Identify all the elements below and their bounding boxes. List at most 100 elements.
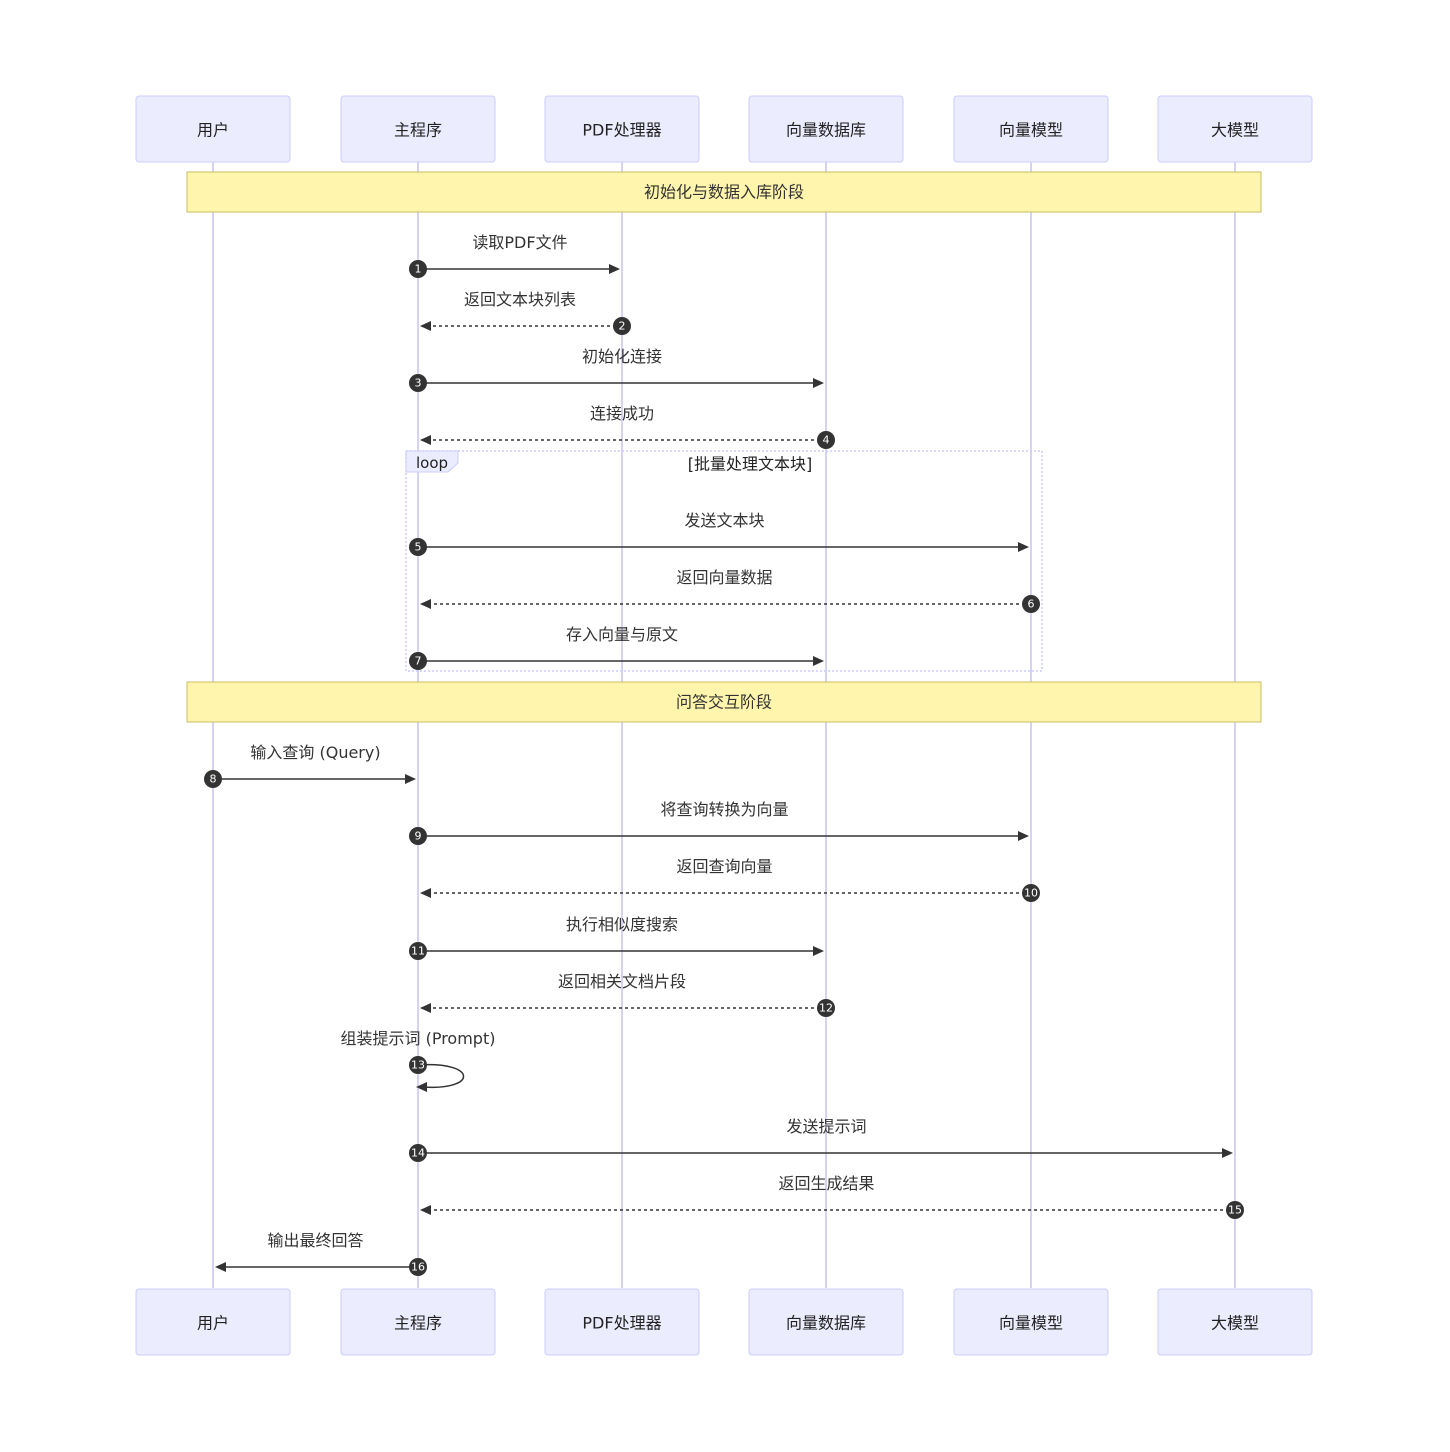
- message-label: 读取PDF文件: [472, 233, 567, 252]
- message-label: 组装提示词 (Prompt): [341, 1029, 496, 1048]
- sequence-number: 13: [411, 1059, 425, 1072]
- message-10: 返回查询向量 10: [420, 857, 1040, 902]
- actor-label: 用户: [197, 121, 229, 140]
- message-11: 执行相似度搜索 11: [409, 915, 824, 960]
- sequence-number: 5: [415, 541, 422, 554]
- actor-main-top: 主程序: [340, 95, 496, 163]
- message-label: 返回文本块列表: [464, 290, 576, 309]
- actor-main-bottom: 主程序: [340, 1288, 496, 1356]
- sequence-number: 14: [411, 1147, 425, 1160]
- message-9: 将查询转换为向量 9: [409, 800, 1029, 845]
- message-7: 存入向量与原文 7: [409, 625, 824, 670]
- sequence-number-badge: [409, 1056, 427, 1074]
- sequence-number-badge: [1022, 595, 1040, 613]
- message-6: 返回向量数据 6: [420, 568, 1040, 613]
- message-label: 将查询转换为向量: [660, 800, 788, 819]
- message-1: 读取PDF文件 1: [409, 233, 620, 278]
- sequence-number: 7: [415, 655, 422, 668]
- actor-label: 向量模型: [999, 121, 1063, 140]
- arrowhead: [215, 1262, 226, 1272]
- actor-llm-top: 大模型: [1157, 95, 1313, 163]
- sequence-number-badge: [409, 260, 427, 278]
- sequence-number: 4: [823, 434, 830, 447]
- message-12: 返回相关文档片段 12: [420, 972, 835, 1017]
- sequence-number: 12: [819, 1002, 833, 1015]
- arrowhead: [416, 1082, 427, 1092]
- actor-pdf-top: PDF处理器: [544, 95, 700, 163]
- sequence-number: 1: [415, 263, 422, 276]
- actor-vdb-top: 向量数据库: [748, 95, 904, 163]
- loop-condition: [批量处理文本块]: [688, 455, 813, 474]
- message-label: 连接成功: [590, 404, 654, 423]
- actor-label: 主程序: [394, 1314, 442, 1333]
- sequence-number: 11: [411, 945, 425, 958]
- actor-label: PDF处理器: [582, 1314, 661, 1333]
- arrowhead: [1018, 542, 1029, 552]
- actor-emb-top: 向量模型: [953, 95, 1109, 163]
- message-13: 组装提示词 (Prompt) 13: [341, 1029, 496, 1092]
- message-2: 返回文本块列表 2: [420, 290, 631, 335]
- arrowhead: [420, 1003, 431, 1013]
- message-3: 初始化连接 3: [409, 347, 824, 392]
- message-8: 输入查询 (Query)8: [204, 743, 416, 788]
- arrowhead: [1222, 1148, 1233, 1158]
- actor-label: PDF处理器: [582, 121, 661, 140]
- arrowhead: [420, 888, 431, 898]
- arrowhead: [609, 264, 620, 274]
- message-label: 发送提示词: [786, 1117, 866, 1136]
- arrowhead: [420, 321, 431, 331]
- message-label: 存入向量与原文: [566, 625, 678, 644]
- loop-tab: [405, 450, 459, 473]
- sequence-number-badge: [409, 942, 427, 960]
- arrowhead: [405, 774, 416, 784]
- message-label: 输入查询 (Query): [250, 743, 380, 762]
- actor-emb-bottom: 向量模型: [953, 1288, 1109, 1356]
- note-text: 初始化与数据入库阶段: [644, 183, 804, 202]
- sequence-number: 3: [415, 377, 422, 390]
- message-label: 返回查询向量: [676, 857, 772, 876]
- sequence-number: 10: [1024, 887, 1038, 900]
- arrowhead: [420, 435, 431, 445]
- loop-frame: loop [批量处理文本块]: [405, 450, 1043, 672]
- sequence-number: 16: [411, 1261, 425, 1274]
- arrowhead: [813, 656, 824, 666]
- sequence-number-badge: [817, 999, 835, 1017]
- sequence-number: 6: [1028, 598, 1035, 611]
- actor-label: 大模型: [1211, 121, 1259, 140]
- sequence-number-badge: [409, 1258, 427, 1276]
- message-14: 发送提示词 14: [409, 1117, 1233, 1162]
- note-text: 问答交互阶段: [676, 693, 772, 712]
- message-label: 执行相似度搜索: [566, 915, 678, 934]
- actor-pdf-bottom: PDF处理器: [544, 1288, 700, 1356]
- actor-llm-bottom: 大模型: [1157, 1288, 1313, 1356]
- sequence-number-badge: [409, 1144, 427, 1162]
- sequence-number-badge: [1226, 1201, 1244, 1219]
- actor-vdb-bottom: 向量数据库: [748, 1288, 904, 1356]
- actor-label: 向量数据库: [786, 121, 866, 140]
- actor-label: 向量模型: [999, 1314, 1063, 1333]
- note-qa-phase: 问答交互阶段: [186, 681, 1262, 723]
- sequence-number-badge: [409, 827, 427, 845]
- loop-label: loop: [416, 454, 448, 472]
- actor-user-bottom: 用户: [135, 1288, 291, 1356]
- message-label: 返回向量数据: [676, 568, 772, 587]
- lifelines: [212, 162, 1236, 1288]
- note-init-phase: 初始化与数据入库阶段: [186, 171, 1262, 213]
- sequence-number-badge: [1022, 884, 1040, 902]
- arrowhead: [813, 378, 824, 388]
- arrowhead: [1018, 831, 1029, 841]
- message-label: 初始化连接: [582, 347, 662, 366]
- sequence-number: 2: [619, 320, 626, 333]
- actor-label: 大模型: [1211, 1314, 1259, 1333]
- actor-label: 用户: [197, 1314, 229, 1333]
- arrowhead: [420, 1205, 431, 1215]
- message-label: 输出最终回答: [267, 1231, 363, 1250]
- sequence-number-badge: [409, 374, 427, 392]
- sequence-number: 9: [415, 830, 422, 843]
- message-16: 输出最终回答 16: [215, 1231, 427, 1276]
- message-label: 返回相关文档片段: [558, 972, 686, 991]
